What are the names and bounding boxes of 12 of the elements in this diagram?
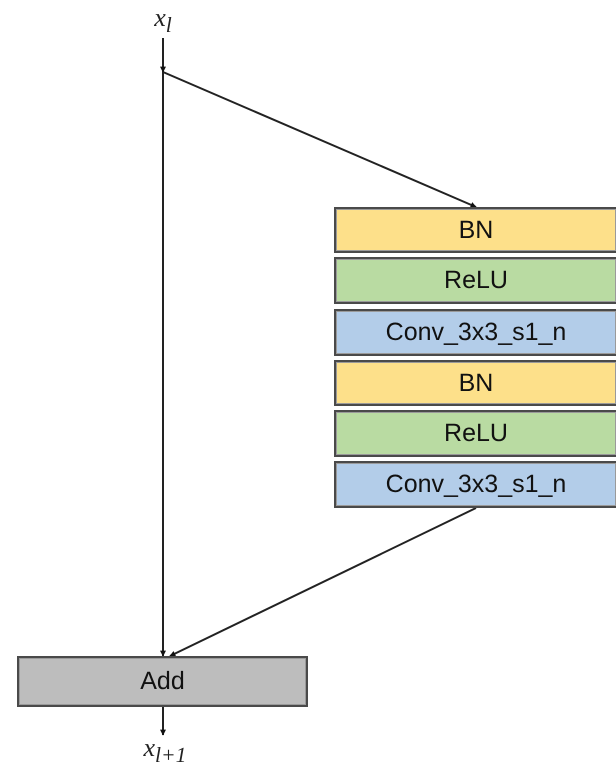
layer-box: BN bbox=[334, 360, 616, 406]
arrow bbox=[160, 37, 166, 656]
arrow bbox=[160, 707, 166, 736]
layer-box: Conv_3x3_s1_n bbox=[334, 461, 616, 508]
variable-label: x$_{l}$ bbox=[140, 4, 186, 38]
layer-box: ReLU bbox=[334, 410, 616, 457]
variable-label: x$_{l+1}$ bbox=[125, 733, 205, 769]
layer-box: ReLU bbox=[334, 257, 616, 304]
layer-box: BN bbox=[334, 207, 616, 253]
arrow bbox=[169, 507, 476, 657]
layer-box: Conv_3x3_s1_n bbox=[334, 309, 616, 356]
layer-box: Add bbox=[17, 656, 308, 707]
